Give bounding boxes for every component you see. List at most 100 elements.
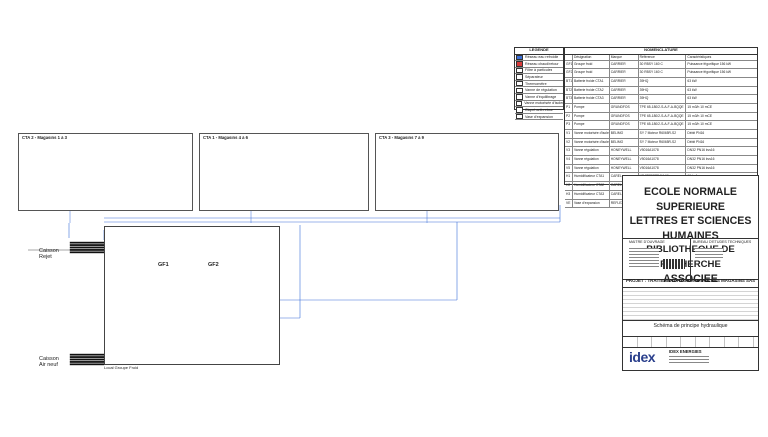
legend-symbol-icon [516,80,523,87]
nomenclature-cell: Vanne régulation [573,156,610,164]
revision-table [623,287,758,321]
nomenclature-header-cell: Désignation [573,54,610,60]
nomenclature-cell: V1 [565,130,573,138]
local-groupe-froid-label: Local Groupe Froid [104,366,139,370]
project-title-line: LETTRES ET SCIENCES [629,215,752,227]
legend-item-label: Vase d'expansion [525,114,553,119]
plant-room [104,226,280,365]
legend-symbol-icon [516,61,523,67]
nomenclature-cell: CARRIER [610,95,639,103]
nomenclature-cell: 63 kW [687,87,697,92]
nomenclature-cell: 39HQ [639,95,687,103]
legend-item-label: Réseau chaud/retour [525,61,559,66]
legend-title: LEGENDE [515,48,563,55]
nomenclature-header-cell [565,54,573,60]
nomenclature-cell: Puissance frigorifique 156 kW [687,61,732,66]
caisson-rejet-grille [69,246,105,249]
nomenclature-cell: 30 RBSY 160 C [639,60,687,69]
nomenclature-cell: V4 [565,156,573,164]
nomenclature-cell: Humidificateur CTA1 [573,173,610,182]
title-block: ECOLE NORMALE SUPERIEURE LETTRES ET SCIE… [622,175,759,371]
nomenclature-cell: V5016A1078 [639,156,687,164]
legend-symbol-icon [516,87,523,94]
legend-item-label: Thermomètre [525,81,547,86]
gf2-label: GF2 [208,262,219,268]
caisson-rejet-grille [69,251,105,254]
nomenclature-cell: BT1 [565,77,573,86]
caisson-rejet-grille [69,244,105,246]
nomenclature-cell: 15 m3/h 10 mCE [687,122,713,127]
nomenclature-cell: Débit PN16 [687,131,705,135]
nomenclature-cell: DN32 PN16 kvs16 [687,148,715,153]
legend-symbol-icon [516,94,523,100]
nomenclature-cell: Groupe froid [573,69,610,77]
nomenclature-cell: CARRIER [610,86,639,95]
legend-symbol-icon [516,100,523,107]
nomenclature-cell: SY 7 Moteur R6065R-S2 [639,138,687,147]
legend-item: Vanne motorisée d'isolement [515,100,563,108]
nomenclature-cell: GRUNDFOS [610,112,639,121]
owner-address-text [629,248,659,268]
cta-panel-title: CTA 1 - Magasins 4 à 6 [203,136,248,140]
nomenclature-cell: Pompe [573,112,610,121]
nomenclature-cell: 39HQ [639,77,687,86]
nomenclature-cell: TPE 65-180/2-S-A-F-A-BQQE [639,121,687,129]
caisson-air-neuf-grille [69,353,105,356]
nomenclature-cell: GRUNDFOS [610,121,639,129]
legend-item: Vanne de régulation [515,87,563,95]
nomenclature-cell: 15 m3/h 10 mCE [687,113,713,118]
caisson-air-neuf-grille [69,361,105,363]
cta-panel-3: CTA 3 - Magasins 7 à 9 [375,133,559,211]
legend-item: Réseau chaud/retour [515,61,563,68]
nomenclature-cell: V5016A1078 [639,164,687,173]
idex-logo: idex [629,349,656,365]
stakeholder-row: MAITRE D'OUVRAGE BUREAU D'ETUDES TECHNIQ… [623,238,758,280]
legend-item: Clapet anti-retour [515,107,563,114]
caisson-air-neuf-grille [69,358,105,361]
caisson-air-neuf-grille [69,363,105,366]
bureau-etudes-label: BUREAU D'ETUDES TECHNIQUES [693,240,752,244]
nomenclature-cell: 63 kW [687,96,697,101]
cta-panel-1: CTA 1 - Magasins 4 à 6 [199,133,369,211]
legend-symbol-icon [516,67,523,74]
nomenclature-cell: Batterie froide CTA1 [573,77,610,86]
nomenclature-cell: Humidificateur CTA3 [573,190,610,199]
legend-symbol-icon [516,113,523,120]
legend-item: Réseau eau refroidie [515,54,563,62]
nomenclature-cell: GRUNDFOS [610,103,639,112]
legend-item-label: Vanne motorisée d'isolement [524,101,563,106]
drawing-info-table [623,336,758,348]
nomenclature-cell: 15 m3/h 10 mCE [687,104,713,109]
nomenclature-cell: 30 RBSY 160 C [639,69,687,77]
nomenclature-cell: V5 [565,164,573,173]
nomenclature-cell: P3 [565,121,573,129]
nomenclature-cell: Puissance frigorifique 156 kW [687,70,732,75]
nomenclature-cell: V2 [565,138,573,147]
nomenclature-cell: BELIMO [610,130,639,138]
legend-item-label: Réseau eau refroidie [525,55,559,60]
ens-logo-icon [663,259,685,269]
legend-item-label: Filtre à particules [525,68,553,73]
gf1-label: GF1 [158,262,169,268]
nomenclature-cell: Vase d'expansion [573,199,610,208]
legend-symbol-icon [516,74,523,80]
legend-item: Thermomètre [515,80,563,88]
nomenclature-cell: SY 7 Moteur R6065R-S2 [639,130,687,138]
legend-symbol-icon [516,54,523,61]
stakeholder-divider [690,239,691,279]
legend-symbol-icon [516,107,523,113]
nomenclature-header-cell: Caractéristiques [687,54,712,59]
company-address [669,356,709,365]
nomenclature-cell: DN32 PN16 kvs16 [687,157,715,162]
